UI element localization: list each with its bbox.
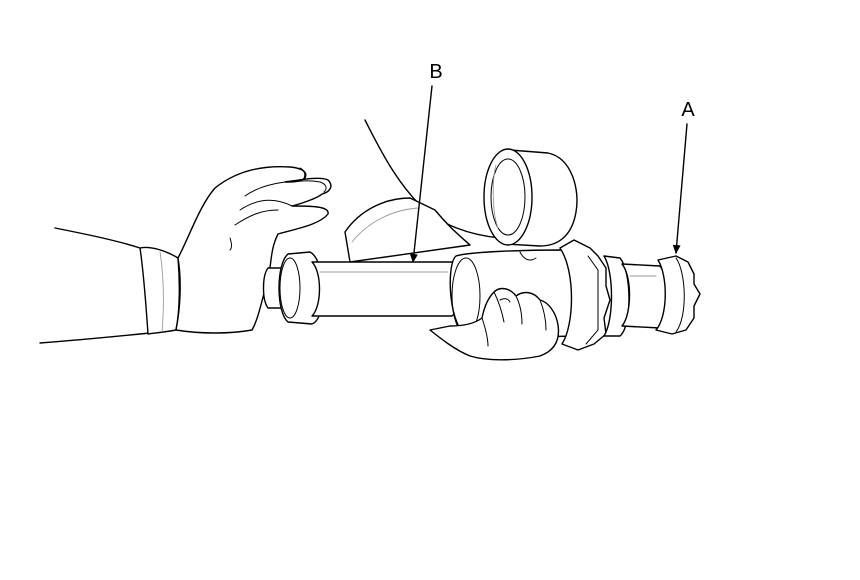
callout-b-label: B <box>429 61 442 83</box>
right-end-cap <box>621 263 669 329</box>
right-hand <box>429 287 560 361</box>
callout-b: B <box>409 61 443 263</box>
callout-a: A <box>672 99 695 254</box>
left-end-fitting <box>262 251 324 325</box>
end-cap-nut <box>655 255 701 335</box>
left-hand <box>39 165 332 344</box>
tester-body-tube <box>311 261 461 317</box>
callout-a-label: A <box>681 99 695 121</box>
upper-arm <box>344 119 501 263</box>
pressure-gauge <box>483 148 578 247</box>
